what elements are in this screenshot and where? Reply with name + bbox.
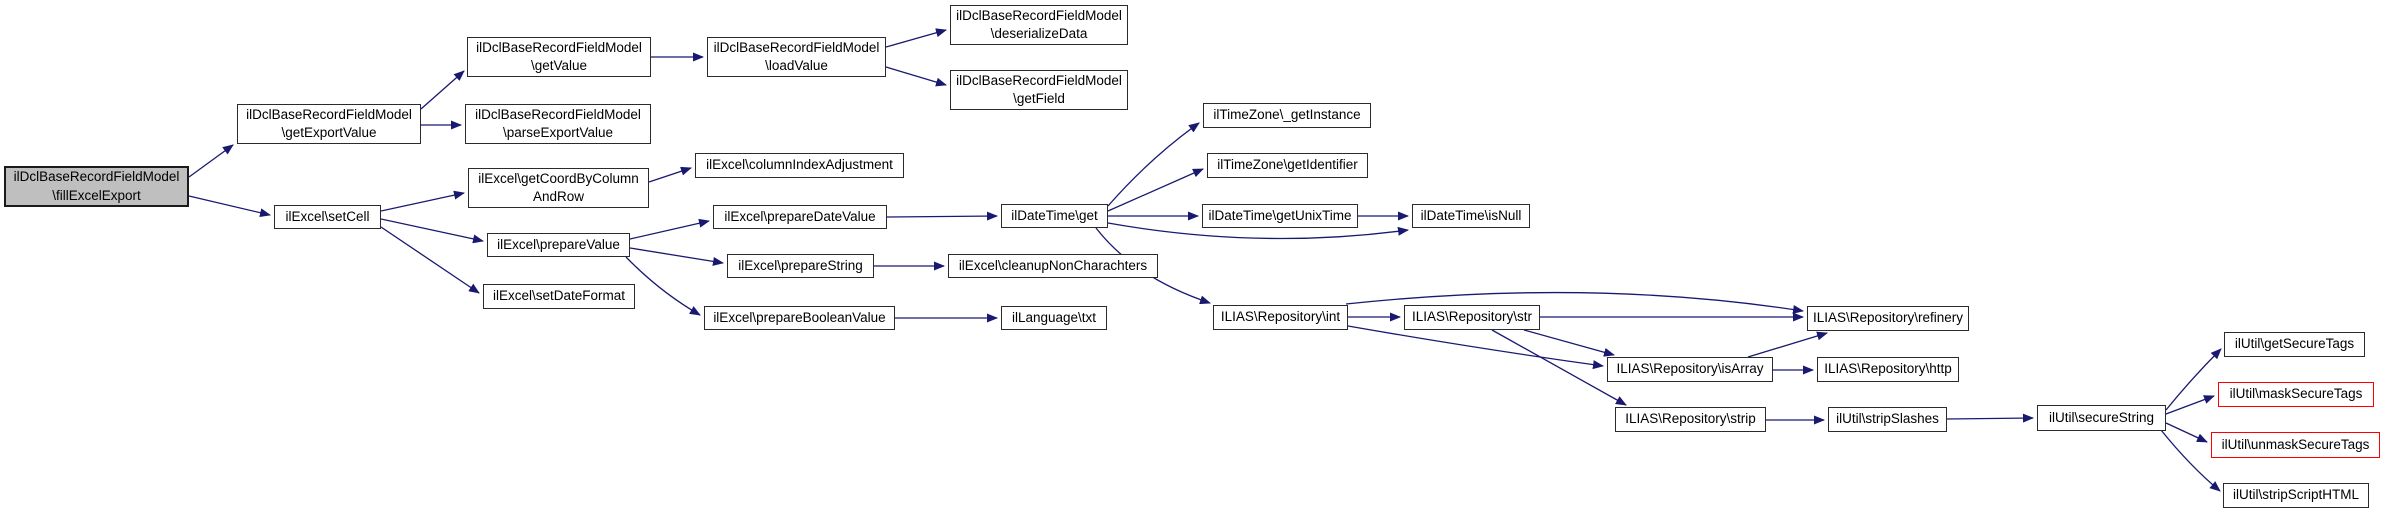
graph-node-iltimezone-getinstance[interactable]: ilTimeZone\_getInstance xyxy=(1203,103,1371,128)
graph-node-ilexcel-preparebooleanvalue[interactable]: ilExcel\prepareBooleanValue xyxy=(704,306,895,330)
edge-ildclbaserecordfieldmodel-fillexcelexport-to-ilexcel-setcell xyxy=(188,195,271,218)
edge-ilexcel-setcell-to-ilexcel-preparevalue xyxy=(380,218,484,244)
graph-node-ildclbaserecordfieldmodel-fillexcelexport: ilDclBaseRecordFieldModel \fillExcelExpo… xyxy=(4,166,189,207)
edge-ilexcel-getcoordbycolumnandrow-to-ilexcel-columnindexadjustment xyxy=(648,166,692,183)
graph-node-ilexcel-getcoordbycolumnandrow[interactable]: ilExcel\getCoordByColumn AndRow xyxy=(468,168,649,208)
graph-node-ildatetime-get[interactable]: ilDateTime\get xyxy=(1001,204,1108,228)
graph-node-ilutil-masksecuretags[interactable]: ilUtil\maskSecureTags xyxy=(2218,382,2374,407)
graph-node-ilexcel-preparedatevalue[interactable]: ilExcel\prepareDateValue xyxy=(713,205,887,229)
edge-ilexcel-preparevalue-to-ilexcel-preparebooleanvalue xyxy=(625,256,701,316)
edge-ilexcel-setcell-to-ilexcel-getcoordbycolumnandrow xyxy=(380,190,465,212)
edge-ildclbaserecordfieldmodel-fillexcelexport-to-ildclbaserecordfieldmodel-getexportvalue xyxy=(188,144,234,178)
graph-node-ilias-repository-int[interactable]: ILIAS\Repository\int xyxy=(1213,305,1348,330)
graph-node-ilias-repository-isarray[interactable]: ILIAS\Repository\isArray xyxy=(1607,357,1773,382)
graph-node-ilias-repository-http[interactable]: ILIAS\Repository\http xyxy=(1817,357,1959,382)
edge-ilutil-stripslashes-to-ilutil-securestring xyxy=(1946,413,2034,423)
edge-ilexcel-preparevalue-to-ilexcel-preparedatevalue xyxy=(629,218,710,240)
edge-ilutil-securestring-to-ilutil-stripscripthtml xyxy=(2160,429,2221,492)
graph-node-iltimezone-getidentifier[interactable]: ilTimeZone\getIdentifier xyxy=(1207,153,1368,178)
edge-ilexcel-setcell-to-ilexcel-setdateformat xyxy=(380,226,480,294)
edge-ilutil-securestring-to-ilutil-unmasksecuretags xyxy=(2165,422,2208,443)
graph-node-ilexcel-preparestring[interactable]: ilExcel\prepareString xyxy=(727,254,874,278)
graph-node-ildclbaserecordfieldmodel-getexportvalue[interactable]: ilDclBaseRecordFieldModel \getExportValu… xyxy=(237,104,421,144)
graph-node-ildatetime-getunixtime[interactable]: ilDateTime\getUnixTime xyxy=(1202,204,1358,228)
edge-ilexcel-preparevalue-to-ilexcel-preparestring xyxy=(629,247,724,266)
edge-ilias-repository-isarray-to-ilias-repository-refinery xyxy=(1747,331,1828,358)
edge-ilutil-securestring-to-ilutil-masksecuretags xyxy=(2165,395,2215,415)
graph-node-ildclbaserecordfieldmodel-getvalue[interactable]: ilDclBaseRecordFieldModel \getValue xyxy=(467,37,651,77)
edge-ilutil-securestring-to-ilutil-getsecuretags xyxy=(2165,348,2222,411)
graph-node-ilutil-unmasksecuretags[interactable]: ilUtil\unmaskSecureTags xyxy=(2211,432,2380,458)
edge-ilias-repository-int-to-ilias-repository-isarray xyxy=(1347,325,1604,370)
graph-node-ildclbaserecordfieldmodel-deserializedata[interactable]: ilDclBaseRecordFieldModel \deserializeDa… xyxy=(950,5,1128,45)
graph-node-ilutil-stripslashes[interactable]: ilUtil\stripSlashes xyxy=(1828,407,1947,432)
edge-ildclbaserecordfieldmodel-getexportvalue-to-ildclbaserecordfieldmodel-getvalue xyxy=(420,70,465,110)
graph-node-ilutil-stripscripthtml[interactable]: ilUtil\stripScriptHTML xyxy=(2223,483,2369,508)
edge-ilias-repository-str-to-ilias-repository-isarray xyxy=(1523,329,1615,357)
graph-node-ilias-repository-refinery[interactable]: ILIAS\Repository\refinery xyxy=(1807,306,1969,331)
graph-node-ilexcel-setdateformat[interactable]: ilExcel\setDateFormat xyxy=(483,284,635,309)
graph-node-ildclbaserecordfieldmodel-getfield[interactable]: ilDclBaseRecordFieldModel \getField xyxy=(950,70,1128,110)
edge-ildclbaserecordfieldmodel-loadvalue-to-ildclbaserecordfieldmodel-getfield xyxy=(885,66,947,87)
edge-ildclbaserecordfieldmodel-loadvalue-to-ildclbaserecordfieldmodel-deserializedata xyxy=(885,28,947,48)
graph-node-illanguage-txt[interactable]: ilLanguage\txt xyxy=(1001,306,1107,330)
graph-node-ilias-repository-strip[interactable]: ILIAS\Repository\strip xyxy=(1615,407,1766,432)
graph-node-ildclbaserecordfieldmodel-loadvalue[interactable]: ilDclBaseRecordFieldModel \loadValue xyxy=(707,37,886,77)
graph-node-ilutil-securestring[interactable]: ilUtil\secureString xyxy=(2037,405,2166,431)
graph-node-ildatetime-isnull[interactable]: ilDateTime\isNull xyxy=(1412,204,1530,228)
graph-node-ilexcel-columnindexadjustment[interactable]: ilExcel\columnIndexAdjustment xyxy=(695,153,904,178)
edge-ildatetime-get-to-ildatetime-isnull xyxy=(1107,222,1409,240)
edge-ilias-repository-int-to-ilias-repository-refinery xyxy=(1345,291,1804,314)
graph-node-ilexcel-preparevalue[interactable]: ilExcel\prepareValue xyxy=(487,233,630,257)
graph-node-ilias-repository-str[interactable]: ILIAS\Repository\str xyxy=(1404,305,1540,330)
edge-ilias-repository-str-to-ilias-repository-strip xyxy=(1491,329,1627,406)
graph-node-ildclbaserecordfieldmodel-parseexportvalue[interactable]: ilDclBaseRecordFieldModel \parseExportVa… xyxy=(465,104,651,144)
graph-node-ilutil-getsecuretags[interactable]: ilUtil\getSecureTags xyxy=(2224,332,2365,357)
edge-ilexcel-preparedatevalue-to-ildatetime-get xyxy=(886,211,998,221)
edge-ildatetime-get-to-iltimezone-getidentifier xyxy=(1107,168,1204,212)
graph-node-ilexcel-setcell[interactable]: ilExcel\setCell xyxy=(274,205,381,229)
graph-node-ilexcel-cleanupnoncharachters[interactable]: ilExcel\cleanupNonCharachters xyxy=(948,254,1158,278)
edge-ildatetime-get-to-iltimezone-getinstance xyxy=(1107,122,1200,207)
